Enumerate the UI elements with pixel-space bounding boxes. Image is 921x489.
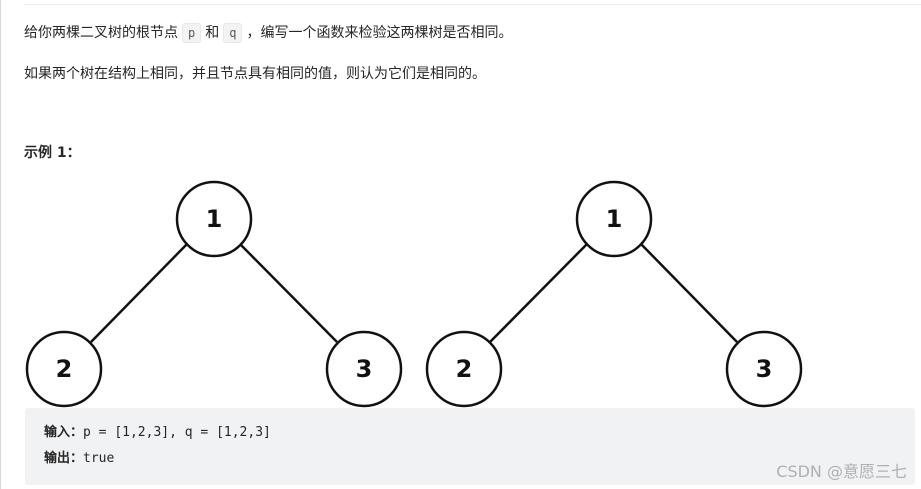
left-border xyxy=(0,0,1,489)
example-code-block: 输入：p = [1,2,3], q = [1,2,3] 输出：true xyxy=(25,408,915,485)
description-text-3: ，编写一个函数来检验这两棵树是否相同。 xyxy=(246,25,513,41)
tree-p-right-node xyxy=(325,330,403,408)
tree-p-root-label: 1 xyxy=(206,205,223,233)
tree-q: 1 2 3 xyxy=(425,180,803,408)
example-title: 示例 1： xyxy=(24,145,81,161)
input-line: 输入：p = [1,2,3], q = [1,2,3] xyxy=(44,424,271,442)
trees-illustration: 1 2 3 1 2 3 xyxy=(25,180,803,408)
tree-p: 1 2 3 xyxy=(25,180,403,408)
tree-q-left-node xyxy=(425,330,503,408)
tree-q-left-label: 2 xyxy=(456,355,473,383)
tree-p-left-node xyxy=(25,330,103,408)
top-divider xyxy=(24,4,921,5)
tree-q-right-label: 3 xyxy=(756,355,773,383)
input-value: p = [1,2,3], q = [1,2,3] xyxy=(83,425,271,440)
output-line: 输出：true xyxy=(44,450,114,468)
tree-q-root-label: 1 xyxy=(606,205,623,233)
tree-q-right-node xyxy=(725,330,803,408)
tree-p-left-label: 2 xyxy=(56,355,73,383)
input-label: 输入： xyxy=(44,425,84,440)
output-value: true xyxy=(83,451,115,466)
tree-p-edge-right xyxy=(238,242,338,343)
description-text-1: 给你两棵二叉树的根节点 xyxy=(24,25,178,41)
tree-p-edge-left xyxy=(90,242,189,343)
tree-p-root-node xyxy=(175,180,253,258)
csdn-watermark: CSDN @意愿三七 xyxy=(776,462,907,481)
description-text-2: 和 xyxy=(205,25,220,41)
tree-p-right-label: 3 xyxy=(356,355,373,383)
inline-code-q: q xyxy=(223,23,243,43)
tree-q-edge-left xyxy=(489,242,589,343)
problem-condition: 如果两个树在结构上相同，并且节点具有相同的值，则认为它们是相同的。 xyxy=(24,66,486,82)
tree-q-edge-right xyxy=(639,242,738,343)
tree-q-root-node xyxy=(575,180,653,258)
inline-code-p: p xyxy=(182,23,202,43)
output-label: 输出： xyxy=(44,451,84,466)
